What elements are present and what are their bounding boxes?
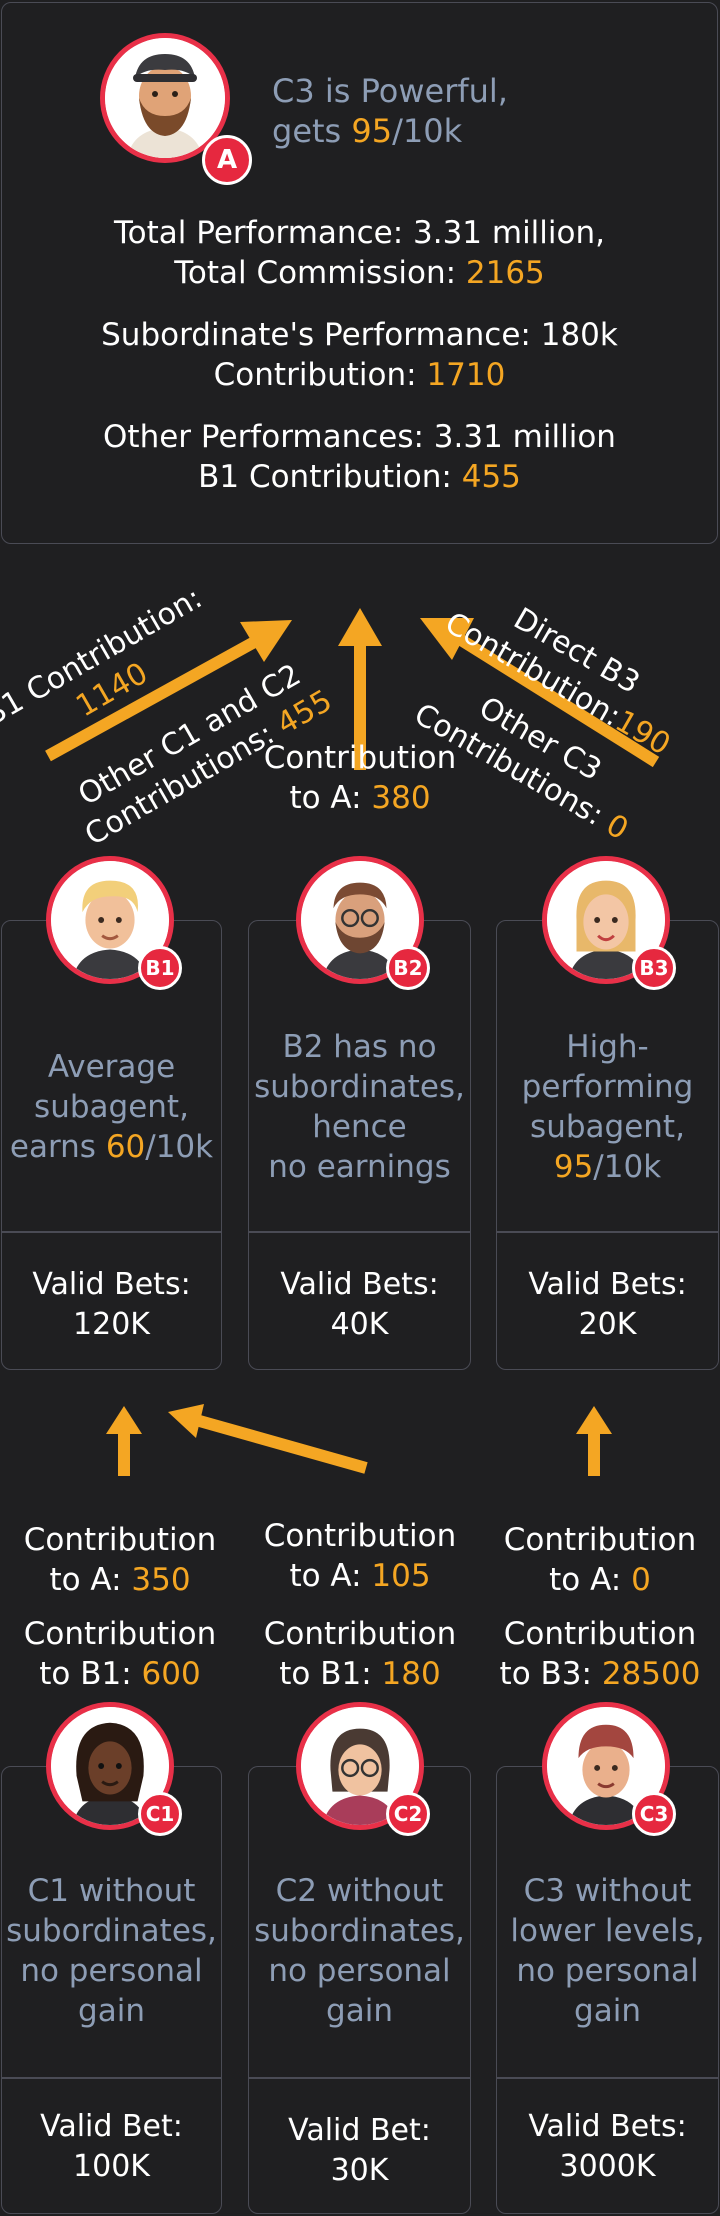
c2-contributions: Contribution to A: 105 Contribution to B…: [263, 1518, 457, 1692]
c1-avatar: [46, 1702, 174, 1830]
b3-avatar: [542, 856, 670, 984]
c3-description: C3 without lower levels, no personal gai…: [510, 1873, 705, 2029]
b3-description: High- performing subagent, 95/10k: [521, 1029, 694, 1185]
agent-a-intro-line1: C3 is Powerful,: [272, 72, 508, 110]
c2-valid-bet: Valid Bet: 30K: [288, 2113, 431, 2188]
b2-card: B2 has no subordinates, hence no earning…: [248, 920, 471, 1370]
c2-badge: C2: [386, 1792, 430, 1836]
agent-a-stats: Total Performance: 3.31 million, Total C…: [2, 213, 717, 497]
c3-avatar: [542, 1702, 670, 1830]
arrow-b1-to-a-head: [240, 620, 292, 662]
b2-badge: B2: [386, 946, 430, 990]
total-commission: Total Commission: 2165: [174, 255, 545, 291]
agent-a-intro: C3 is Powerful, gets 95/10k: [272, 71, 508, 151]
blond-man-icon: [51, 861, 169, 979]
middle-flow-label: Contribution to A: 380: [263, 740, 457, 816]
c3-badge: C3: [632, 1792, 676, 1836]
arrow-b3-to-a: [454, 632, 660, 768]
b3-valid-bets: Valid Bets: 20K: [528, 1267, 687, 1342]
arrow-c3-to-b3-head: [576, 1406, 612, 1434]
bearded-man-icon: [105, 38, 225, 158]
b1-card: Average subagent, earns 60/10k Valid Bet…: [1, 920, 222, 1370]
c2-description: C2 without subordinates, no personal gai…: [254, 1873, 465, 2029]
agent-a-intro-line2: gets 95/10k: [272, 112, 463, 150]
arrow-c1-to-b1-head: [106, 1406, 142, 1434]
agent-a-avatar: [100, 33, 230, 163]
b1-valid-bets: Valid Bets: 120K: [32, 1267, 191, 1342]
other-performances: Other Performances: 3.31 million: [103, 419, 616, 455]
arrow-b3-to-a-head: [420, 618, 474, 660]
subordinate-performance: Subordinate's Performance: 180k: [101, 317, 618, 353]
arrows-c-to-b: [106, 1404, 612, 1476]
b2-divider: [249, 1231, 470, 1233]
b1-contribution: B1 Contribution: 455: [198, 459, 521, 495]
subordinate-contribution: Contribution: 1710: [213, 357, 506, 393]
c1-divider: [2, 2077, 221, 2079]
curly-haired-man-icon: [51, 1707, 169, 1825]
c1-contributions: Contribution to A: 350 Contribution to B…: [23, 1522, 217, 1692]
c2-divider: [249, 2077, 470, 2079]
agent-a-badge: A: [202, 135, 252, 185]
glasses-bearded-man-icon: [301, 861, 419, 979]
arrow-c2-to-b1-head: [168, 1404, 204, 1438]
total-performance: Total Performance: 3.31 million,: [114, 215, 605, 251]
c1-valid-bet: Valid Bet: 100K: [40, 2109, 183, 2184]
b3-divider: [497, 1231, 718, 1233]
glasses-woman-icon: [301, 1707, 419, 1825]
b2-valid-bets: Valid Bets: 40K: [280, 1267, 439, 1342]
c1-description: C1 without subordinates, no personal gai…: [6, 1873, 217, 2029]
c3-contributions: Contribution to A: 0 Contribution to B3:…: [499, 1522, 701, 1692]
arrow-c2-to-b1: [194, 1414, 368, 1474]
blonde-woman-icon: [547, 861, 665, 979]
c2-avatar: [296, 1702, 424, 1830]
b1-badge: B1: [138, 946, 182, 990]
c2-card: C2 without subordinates, no personal gai…: [248, 1766, 471, 2214]
c3-divider: [497, 2077, 718, 2079]
beanie-man-icon: [547, 1707, 665, 1825]
agent-a-card: A C3 is Powerful, gets 95/10k Total Perf…: [1, 2, 718, 544]
c1-badge: C1: [138, 1792, 182, 1836]
c3-card: C3 without lower levels, no personal gai…: [496, 1766, 719, 2214]
b1-description: Average subagent, earns 60/10k: [9, 1049, 214, 1165]
b2-description: B2 has no subordinates, hence no earning…: [254, 1029, 465, 1185]
b3-badge: B3: [632, 946, 676, 990]
b1-divider: [2, 1231, 221, 1233]
arrow-b2-to-a-head: [338, 608, 382, 646]
arrows-to-a: [45, 608, 660, 770]
c1-card: C1 without subordinates, no personal gai…: [1, 1766, 222, 2214]
c3-valid-bets: Valid Bets: 3000K: [528, 2109, 687, 2184]
b1-avatar: [46, 856, 174, 984]
b3-card: High- performing subagent, 95/10k Valid …: [496, 920, 719, 1370]
arrow-b1-to-a: [45, 634, 261, 762]
